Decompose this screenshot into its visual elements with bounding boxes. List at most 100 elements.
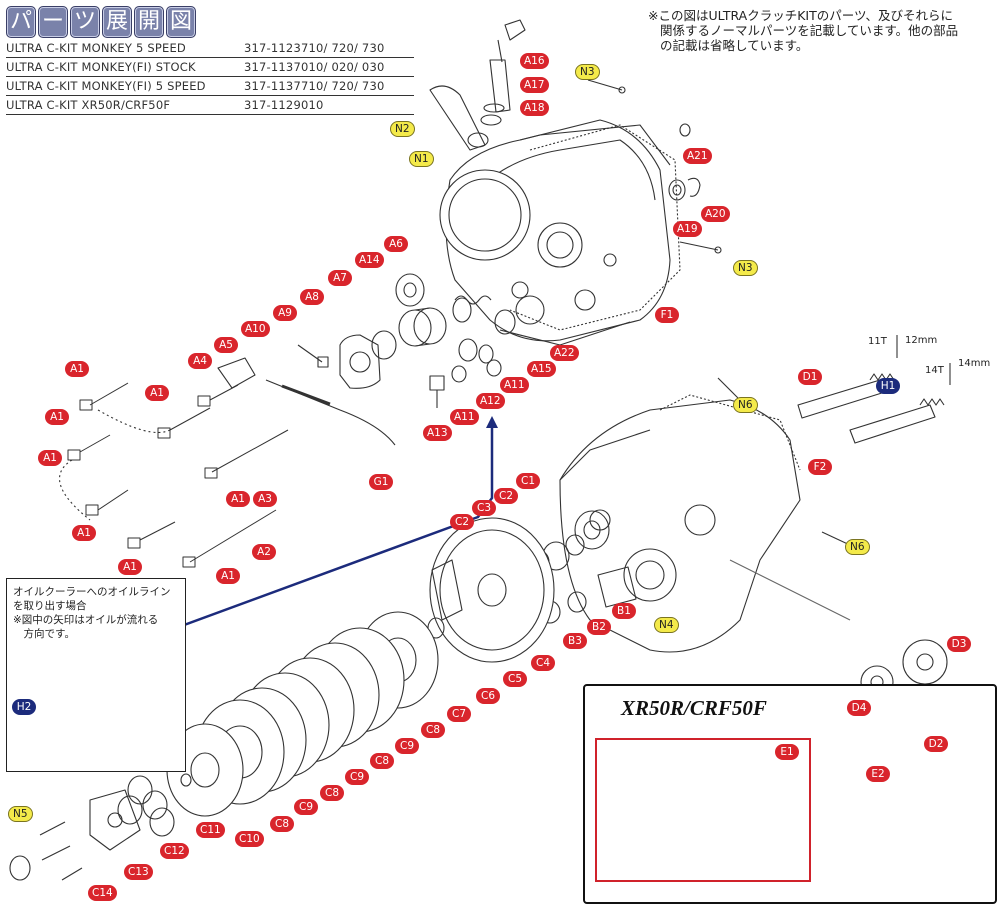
part-label-b2: B2 xyxy=(587,619,611,635)
part-label-h2: H2 xyxy=(12,699,36,715)
model-name: ULTRA C-KIT MONKEY 5 SPEED xyxy=(6,41,186,55)
note-line: 関係するノーマルパーツを記載しています。他の部品 xyxy=(660,23,959,38)
part-label-n4: N4 xyxy=(654,617,679,633)
model-list: ULTRA C-KIT MONKEY 5 SPEED 317-1123710/ … xyxy=(6,40,414,116)
part-label-c2: C2 xyxy=(450,514,474,530)
inset-line: オイルクーラーへのオイルライン xyxy=(13,586,171,598)
part-label-a1: A1 xyxy=(145,385,169,401)
title-char: ツ xyxy=(70,6,100,38)
model-name: ULTRA C-KIT MONKEY(FI) 5 SPEED xyxy=(6,79,206,93)
part-label-d4: D4 xyxy=(847,700,871,716)
part-label-n5: N5 xyxy=(8,806,33,822)
part-label-a18: A18 xyxy=(520,100,549,116)
part-label-c5: C5 xyxy=(503,671,527,687)
part-label-a15: A15 xyxy=(527,361,556,377)
model-row: ULTRA C-KIT MONKEY(FI) STOCK 317-1137010… xyxy=(6,59,414,77)
part-label-d2: D2 xyxy=(924,736,948,752)
part-label-f1: F1 xyxy=(655,307,679,323)
part-label-c13: C13 xyxy=(124,864,153,880)
part-label-a20: A20 xyxy=(701,206,730,222)
model-name: ULTRA C-KIT XR50R/CRF50F xyxy=(6,98,171,112)
xr-crf-section: XR50R/CRF50F xyxy=(583,684,997,904)
part-label-e2: E2 xyxy=(866,766,890,782)
model-code: 317-1137010/ 020/ 030 xyxy=(244,60,385,74)
part-label-c6: C6 xyxy=(476,688,500,704)
part-label-c11: C11 xyxy=(196,822,225,838)
part-label-c9: C9 xyxy=(395,738,419,754)
part-label-a17: A17 xyxy=(520,77,549,93)
part-label-c8: C8 xyxy=(421,722,445,738)
part-label-a1: A1 xyxy=(226,491,250,507)
part-label-c9: C9 xyxy=(294,799,318,815)
part-label-a22: A22 xyxy=(550,345,579,361)
page-title: パ ー ツ 展 開 図 xyxy=(6,6,196,38)
part-label-a1: A1 xyxy=(72,525,96,541)
inset-text: オイルクーラーへのオイルライン を取り出す場合 ※図中の矢印はオイルが流れる 方… xyxy=(13,585,171,641)
part-label-c3: C3 xyxy=(472,500,496,516)
title-char: 開 xyxy=(134,6,164,38)
part-label-a14: A14 xyxy=(355,252,384,268)
part-label-c2: C2 xyxy=(494,488,518,504)
model-row: ULTRA C-KIT MONKEY(FI) 5 SPEED 317-11377… xyxy=(6,78,414,96)
part-label-a1: A1 xyxy=(118,559,142,575)
model-code: 317-1137710/ 720/ 730 xyxy=(244,79,385,93)
d1-teeth-label: 11T xyxy=(868,336,887,347)
part-label-a11: A11 xyxy=(450,409,479,425)
part-label-c10: C10 xyxy=(235,831,264,847)
model-name: ULTRA C-KIT MONKEY(FI) STOCK xyxy=(6,60,196,74)
part-label-c14: C14 xyxy=(88,885,117,901)
part-label-d3: D3 xyxy=(947,636,971,652)
title-char: ー xyxy=(38,6,68,38)
part-label-a19: A19 xyxy=(673,221,702,237)
part-label-f2: F2 xyxy=(808,459,832,475)
model-code: 317-1123710/ 720/ 730 xyxy=(244,41,385,55)
part-label-n1: N1 xyxy=(409,151,434,167)
part-label-n3: N3 xyxy=(575,64,600,80)
part-label-e1: E1 xyxy=(775,744,799,760)
part-label-c8: C8 xyxy=(270,816,294,832)
part-label-c4: C4 xyxy=(531,655,555,671)
part-label-a5: A5 xyxy=(214,337,238,353)
part-label-c8: C8 xyxy=(370,753,394,769)
part-label-a4: A4 xyxy=(188,353,212,369)
part-label-a9: A9 xyxy=(273,305,297,321)
part-label-d1: D1 xyxy=(798,369,822,385)
model-code: 317-1129010 xyxy=(244,98,324,112)
title-char: 展 xyxy=(102,6,132,38)
note-line: ※この図はULTRAクラッチKITのパーツ、及びそれらに xyxy=(648,8,954,23)
inset-line: を取り出す場合 xyxy=(13,600,87,612)
title-char: 図 xyxy=(166,6,196,38)
part-label-a12: A12 xyxy=(476,393,505,409)
part-label-a6: A6 xyxy=(384,236,408,252)
part-label-a1: A1 xyxy=(216,568,240,584)
part-label-a1: A1 xyxy=(45,409,69,425)
h1-size-label: 14mm xyxy=(958,358,991,369)
part-label-g1: G1 xyxy=(369,474,393,490)
part-label-n2: N2 xyxy=(390,121,415,137)
e1-highlight-box xyxy=(595,738,811,882)
title-char: パ xyxy=(6,6,36,38)
inset-line: 方向です。 xyxy=(13,628,75,640)
part-label-a1: A1 xyxy=(38,450,62,466)
part-label-c9: C9 xyxy=(345,769,369,785)
part-label-h1: H1 xyxy=(876,378,900,394)
model-row: ULTRA C-KIT XR50R/CRF50F 317-1129010 xyxy=(6,97,414,115)
part-label-a13: A13 xyxy=(423,425,452,441)
part-label-a3: A3 xyxy=(253,491,277,507)
part-label-a1: A1 xyxy=(65,361,89,377)
part-label-a11: A11 xyxy=(500,377,529,393)
part-label-b3: B3 xyxy=(563,633,587,649)
part-label-a21: A21 xyxy=(683,148,712,164)
part-label-a8: A8 xyxy=(300,289,324,305)
part-label-n6: N6 xyxy=(733,397,758,413)
part-label-c1: C1 xyxy=(516,473,540,489)
xr-section-title: XR50R/CRF50F xyxy=(621,696,767,720)
part-label-n6: N6 xyxy=(845,539,870,555)
inset-line: ※図中の矢印はオイルが流れる xyxy=(13,614,159,626)
diagram-note: ※この図はULTRAクラッチKITのパーツ、及びそれらに 関係するノーマルパーツ… xyxy=(648,8,994,53)
part-label-b1: B1 xyxy=(612,603,636,619)
d1-size-label: 12mm xyxy=(905,335,938,346)
part-label-n3: N3 xyxy=(733,260,758,276)
